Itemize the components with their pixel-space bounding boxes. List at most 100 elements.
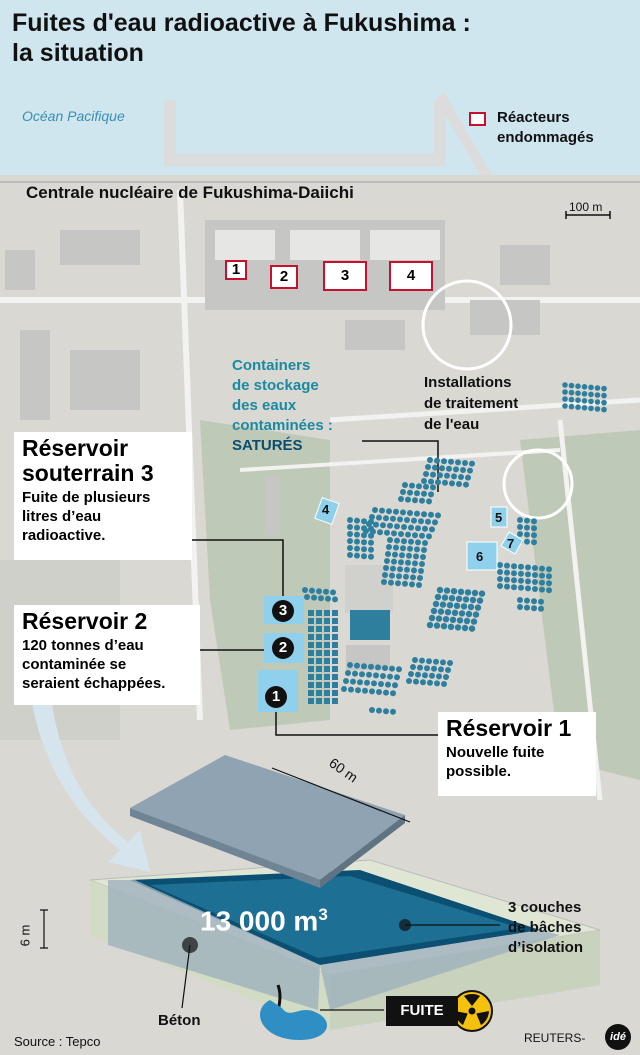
storage-tank	[531, 598, 537, 605]
storage-tank	[426, 621, 434, 629]
storage-tank	[414, 510, 420, 517]
storage-tank	[531, 532, 537, 539]
storage-tank	[511, 563, 517, 570]
storage-tank	[463, 617, 471, 625]
storage-tank	[531, 518, 537, 525]
storage-tank-square	[332, 658, 338, 664]
storage-tank-square	[316, 634, 322, 640]
reservoir2-desc-2: contaminée se	[22, 656, 127, 673]
storage-tank	[392, 682, 398, 689]
reservoir3-title-2: souterrain 3	[22, 460, 154, 486]
storage-tank	[371, 680, 377, 687]
storage-tank	[432, 464, 438, 471]
storage-tank-square	[324, 626, 330, 632]
storage-tank	[518, 584, 524, 591]
storage-tank	[594, 392, 601, 398]
tank-number-6: 6	[476, 549, 484, 564]
storage-tank	[399, 552, 405, 559]
storage-tank	[420, 679, 426, 686]
storage-tank	[368, 525, 374, 532]
ocean-label: Océan Pacifique	[22, 108, 125, 124]
layers-label: 3 couches de bâches d’isolation	[508, 898, 583, 958]
storage-tank	[532, 586, 538, 592]
reservoir2-desc-1: 120 tonnes d’eau	[22, 637, 144, 654]
storage-tank	[525, 578, 531, 585]
storage-tank	[471, 589, 479, 597]
storage-tank	[546, 587, 552, 594]
scale-bar	[565, 211, 611, 219]
storage-tank	[423, 483, 429, 490]
storage-tank	[428, 491, 434, 498]
storage-tank	[458, 474, 464, 480]
storage-tank	[470, 618, 478, 625]
storage-tank	[419, 497, 425, 504]
storage-tank	[451, 609, 459, 616]
storage-tank	[418, 518, 424, 525]
storage-tank-square	[316, 658, 322, 664]
treatment-line-2: de traitement	[424, 395, 519, 412]
reservoir3-badge: 3	[272, 600, 294, 622]
storage-tank	[384, 529, 390, 536]
treatment-line-1: Installations	[424, 374, 512, 391]
storage-tank-square	[332, 666, 338, 672]
storage-tank	[398, 531, 404, 537]
breakwater	[164, 100, 446, 166]
storage-tank	[389, 665, 395, 672]
storage-tank	[601, 406, 607, 413]
tank-number-7: 7	[507, 536, 515, 551]
storage-tank	[388, 579, 394, 586]
storage-tank	[434, 593, 442, 601]
storage-tank	[369, 514, 375, 520]
storage-tank	[525, 564, 531, 571]
storage-tank	[376, 514, 382, 521]
storage-tank	[408, 524, 414, 531]
storage-tank	[412, 657, 418, 663]
storage-tank	[504, 569, 510, 576]
storage-tank	[437, 608, 445, 615]
storage-tank	[354, 524, 360, 531]
storage-tank	[581, 398, 588, 404]
reservoir1-badge: 1	[265, 686, 287, 708]
storage-tank	[538, 605, 544, 612]
storage-tank	[575, 390, 581, 397]
storage-tank	[444, 472, 450, 479]
storage-tank-square	[316, 674, 322, 680]
storage-tank-square	[316, 666, 322, 672]
storage-tank	[394, 674, 400, 681]
storage-tank	[441, 458, 447, 465]
storage-tank	[444, 609, 452, 616]
storage-tank	[419, 532, 425, 539]
storage-tank	[412, 560, 418, 567]
storage-tank	[386, 508, 392, 515]
storage-tank	[405, 559, 411, 566]
storage-tank-square	[332, 618, 338, 624]
legend-line-1: Réacteurs	[497, 109, 570, 126]
storage-tank-square	[316, 698, 322, 704]
storage-tank	[415, 539, 421, 546]
storage-tank-square	[316, 610, 322, 616]
storage-tank	[419, 561, 425, 567]
storage-tank-square	[316, 650, 322, 656]
storage-tank-square	[308, 610, 314, 616]
storage-tank	[355, 687, 361, 694]
storage-tank-square	[324, 674, 330, 680]
storage-tank	[368, 518, 374, 525]
storage-tank	[393, 544, 399, 551]
storage-tank	[458, 610, 466, 617]
storage-tank	[407, 510, 413, 516]
storage-tank	[380, 522, 386, 529]
storage-tank	[411, 567, 417, 574]
storage-tank	[383, 708, 389, 715]
tarp-wall-left	[108, 880, 320, 1010]
storage-tank-square	[324, 634, 330, 640]
storage-tank	[422, 672, 428, 679]
storage-tank	[469, 596, 477, 604]
storage-tank	[427, 679, 433, 686]
storage-tank	[405, 496, 411, 503]
storage-tank	[478, 590, 486, 597]
storage-tank	[434, 457, 440, 464]
storage-tank	[386, 544, 392, 550]
storage-tank	[416, 582, 422, 588]
storage-tank	[421, 490, 427, 497]
